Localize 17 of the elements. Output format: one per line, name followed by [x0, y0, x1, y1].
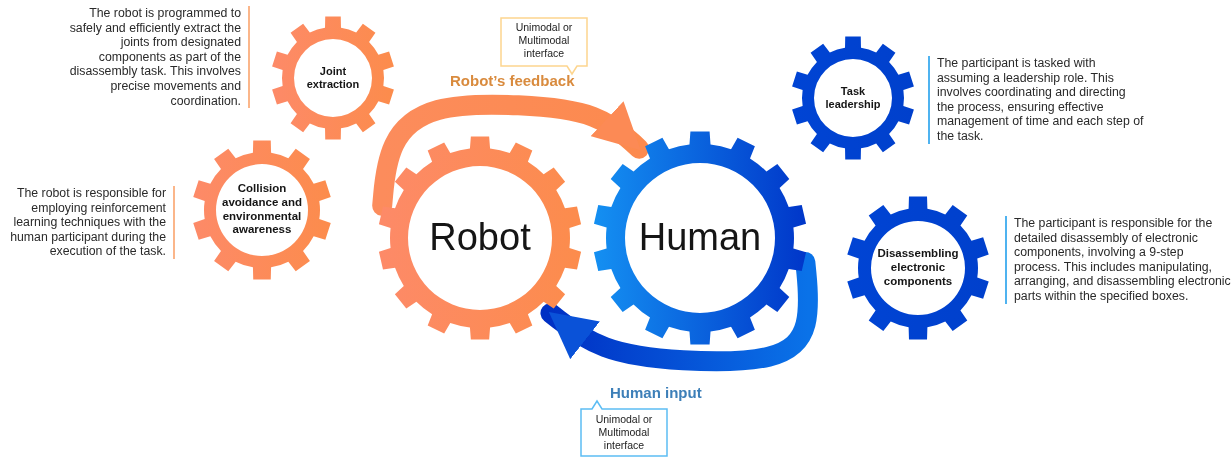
arrow-label: Robot’s feedback	[448, 72, 577, 89]
bubble-text: Unimodal or Multimodal interface	[514, 21, 574, 60]
gear-label: Human	[637, 215, 763, 261]
gear-label: Task leadership	[824, 84, 882, 112]
description-text: The participant is responsible for the detailed disassembly of electronic components, involving a 9-step process. This includes manipulating, arranging, and disassembling electronic parts within the specified boxes.	[1005, 216, 1231, 304]
speech-bubble	[580, 400, 668, 457]
gear-label: Disassembling electronic components	[876, 247, 960, 289]
gear-label: Robot	[428, 215, 532, 261]
gear-label: Joint extraction	[305, 64, 361, 92]
description-text: The robot is responsible for employing reinforcement learning techniques with the human participant during the execution of the task.	[0, 186, 175, 259]
description-text: The participant is tasked with assuming a leadership role. This involves coordinating and directing the process, ensuring effective management of time and each step of the task.	[928, 56, 1146, 144]
bubble-text: Unimodal or Multimodal interface	[594, 413, 654, 452]
speech-bubble	[500, 17, 588, 75]
description-text: The robot is programmed to safely and efficiently extract the joints from designated components as part of the disassembly task. This involves precise movements and coordination.	[58, 6, 250, 109]
curved-arrow	[540, 251, 818, 372]
arrow-label: Human input	[608, 384, 704, 401]
gear-label: Collision avoidance and environmental awareness	[221, 182, 303, 238]
